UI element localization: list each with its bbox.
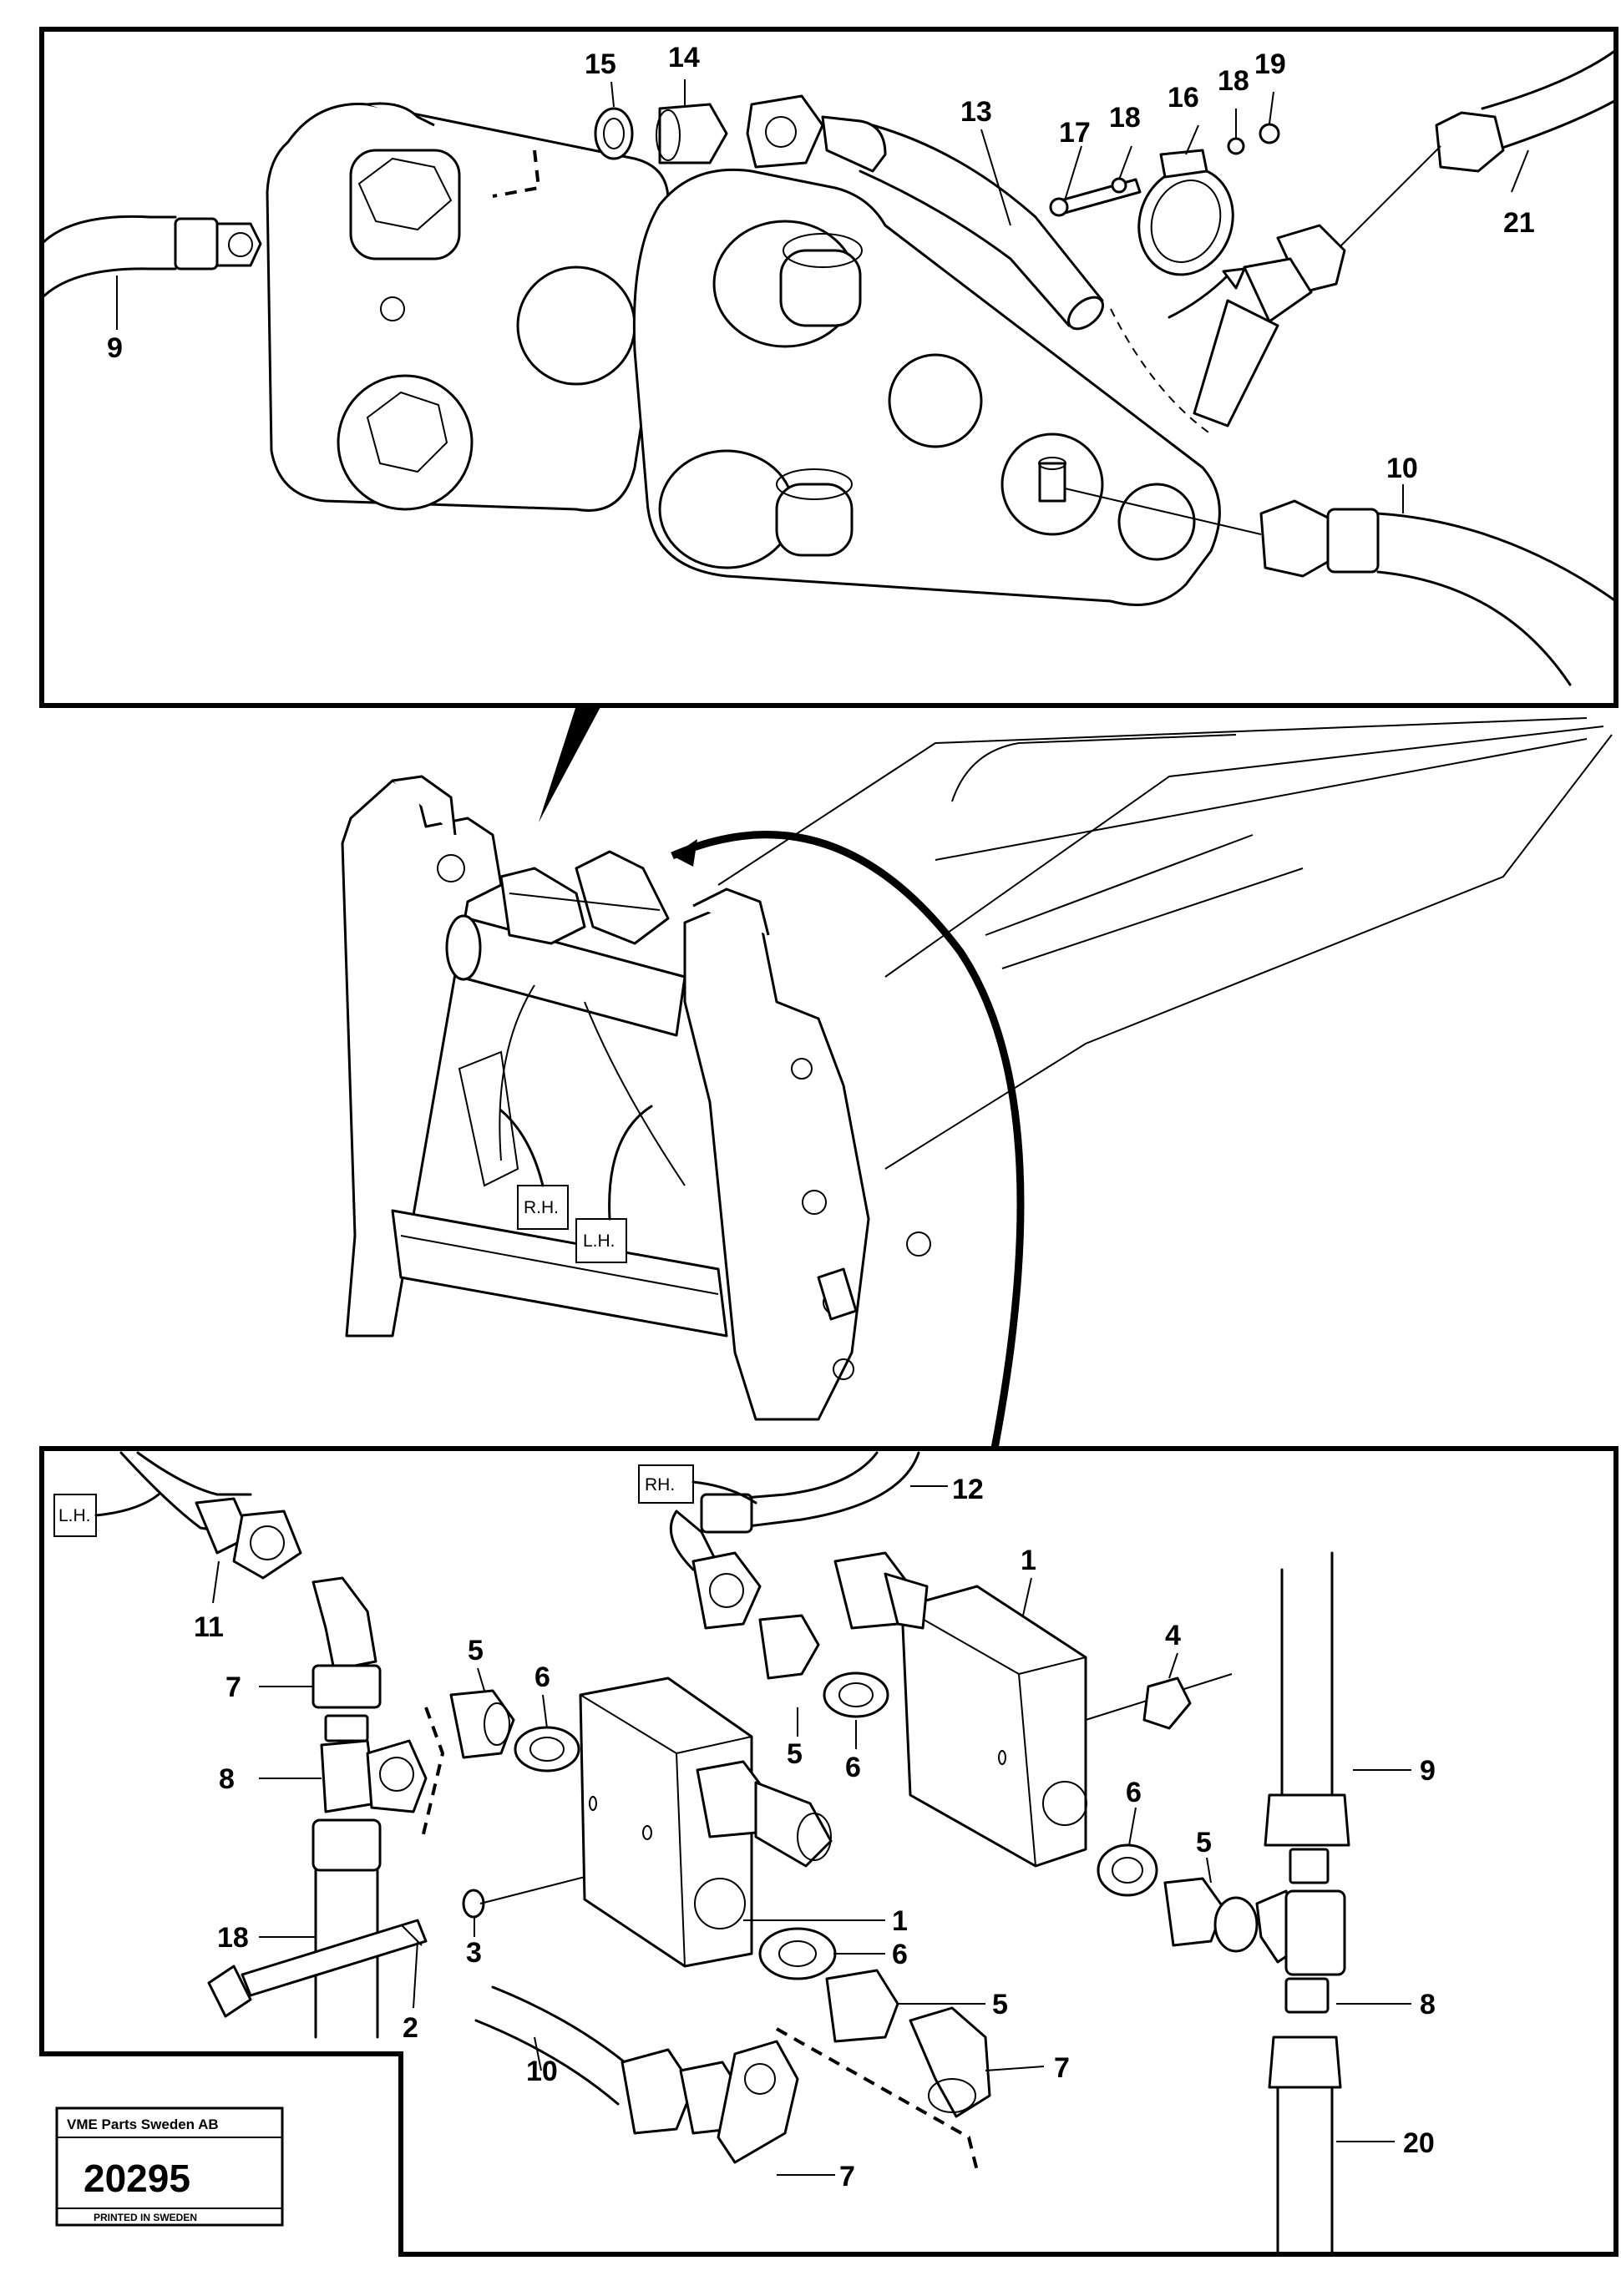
- callout-1b: 1: [892, 1905, 908, 1937]
- svg-text:L.H.: L.H.: [58, 1506, 91, 1525]
- svg-text:RH.: RH.: [645, 1475, 675, 1494]
- callout-20: 20: [1403, 2127, 1435, 2159]
- callout-5d: 5: [992, 1989, 1008, 2020]
- callout-16: 16: [1168, 82, 1199, 114]
- top-leader-lines: [116, 79, 1529, 513]
- callout-14: 14: [668, 42, 700, 73]
- front-bracket: [632, 168, 1221, 606]
- callout-9-bottom: 9: [1420, 1755, 1436, 1787]
- callout-18b: 18: [1218, 65, 1249, 97]
- callout-4: 4: [1165, 1620, 1181, 1651]
- callout-21: 21: [1503, 207, 1535, 239]
- stamp-printed: PRINTED IN SWEDEN: [94, 2212, 197, 2223]
- hose-10-bottom: [474, 1985, 979, 2172]
- stamp-number: 20295: [84, 2157, 190, 2200]
- hose-11: [119, 1451, 302, 1580]
- callout-11: 11: [194, 1611, 224, 1643]
- callout-2: 2: [403, 2012, 418, 2044]
- callout-6: 6: [534, 1661, 550, 1693]
- tag-lh-bottom: L.H.: [53, 1493, 160, 1537]
- callout-19: 19: [1254, 48, 1286, 80]
- hose-9-top: [42, 215, 262, 298]
- callout-8b: 8: [1420, 1989, 1436, 2020]
- callout-8: 8: [219, 1763, 235, 1795]
- callout-7c: 7: [839, 2161, 855, 2192]
- callout-18: 18: [1109, 102, 1141, 134]
- callout-18-bottom: 18: [217, 1922, 249, 1954]
- valve-block-left: [579, 1676, 833, 1968]
- callout-13: 13: [960, 96, 992, 128]
- callout-12: 12: [952, 1474, 984, 1505]
- callout-7: 7: [225, 1671, 241, 1703]
- valve-block-right: [833, 1551, 1233, 1868]
- callout-7b: 7: [1054, 2052, 1070, 2084]
- bottom-leader-lines: [212, 1485, 1411, 2176]
- right-fitting-stack: [1097, 1551, 1350, 2256]
- callout-6b: 6: [845, 1752, 861, 1783]
- overview-view: R.H. L.H.: [341, 717, 1613, 1454]
- bottom-detail-panel: L.H. RH.: [39, 1446, 1618, 2257]
- top-pointer-wedge: [539, 705, 601, 822]
- top-detail-panel: 15 14 13 17 18 16 18 19 21 9 10: [39, 27, 1618, 708]
- stamp-company: VME Parts Sweden AB: [67, 2116, 219, 2132]
- hose-12: [669, 1451, 920, 1718]
- callout-3: 3: [466, 1937, 482, 1969]
- left-fitting-stack: [312, 1576, 445, 2039]
- tag-lh-overview: L.H.: [575, 1105, 653, 1263]
- callout-10-bottom: 10: [526, 2056, 558, 2087]
- bolt-2-washer-3: [207, 1853, 677, 2018]
- clamp-16-assembly: [1049, 123, 1280, 319]
- parts-stamp: VME Parts Sweden AB 20295 PRINTED IN SWE…: [55, 2106, 284, 2227]
- callout-5c: 5: [1196, 1827, 1212, 1859]
- hose-13: [859, 124, 1212, 435]
- svg-text:R.H.: R.H.: [524, 1198, 559, 1217]
- hose-10-top: [1064, 488, 1618, 686]
- rear-bracket: [266, 102, 670, 512]
- callout-10: 10: [1386, 453, 1418, 484]
- fittings-14-15: [492, 94, 887, 198]
- svg-text:L.H.: L.H.: [583, 1231, 615, 1251]
- callout-17: 17: [1059, 117, 1091, 149]
- overview-pointer-curve: [671, 831, 1025, 1454]
- callout-6d: 6: [892, 1939, 908, 1970]
- callout-6c: 6: [1126, 1777, 1142, 1808]
- callout-5: 5: [468, 1635, 484, 1666]
- tag-rh-overview: R.H.: [499, 1109, 569, 1230]
- tag-rh-bottom: RH.: [638, 1464, 757, 1505]
- callout-15: 15: [585, 48, 616, 80]
- callout-9: 9: [107, 332, 123, 364]
- callout-5b: 5: [787, 1738, 803, 1770]
- hose-21: [1193, 48, 1618, 427]
- callout-1: 1: [1021, 1545, 1036, 1576]
